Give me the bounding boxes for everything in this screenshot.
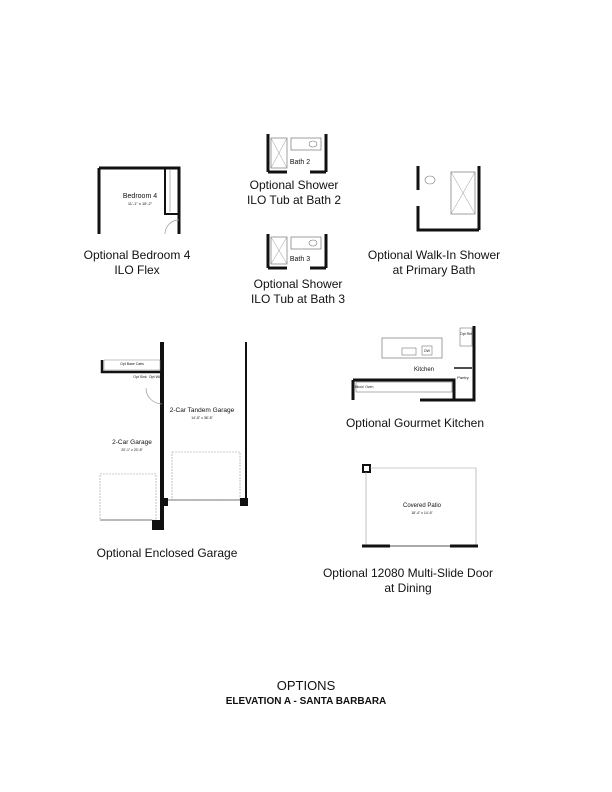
svg-text:Bath 2: Bath 2 xyxy=(290,159,310,166)
svg-text:Kitchen: Kitchen xyxy=(414,367,434,373)
caption-gourmet-kitchen: Optional Gourmet Kitchen xyxy=(345,416,485,430)
svg-text:Opt Ref: Opt Ref xyxy=(460,332,472,336)
bedroom-4-plan: Bedroom 4 11'-1" x 15'-2" xyxy=(97,166,181,235)
svg-text:Opt WAL: Opt WAL xyxy=(149,375,163,379)
walk-in-shower-plan xyxy=(416,166,481,232)
gourmet-kitchen-plan: DW Opt Ref Micro/ Oven Kitchen Pantry xyxy=(351,326,476,402)
svg-text:Pantry: Pantry xyxy=(457,375,469,380)
svg-text:Opt Sink: Opt Sink xyxy=(133,375,147,379)
caption-enclosed-garage: Optional Enclosed Garage xyxy=(96,546,238,560)
svg-text:2-Car Garage: 2-Car Garage xyxy=(112,439,152,446)
svg-text:Covered Patio: Covered Patio xyxy=(403,503,442,509)
svg-text:20'-1" x 20'-8": 20'-1" x 20'-8" xyxy=(121,448,143,452)
svg-text:Bath 3: Bath 3 xyxy=(290,256,310,263)
sheet-title: OPTIONS xyxy=(276,678,336,693)
svg-text:11'-1" x 15'-2": 11'-1" x 15'-2" xyxy=(128,201,153,206)
covered-patio-plan: Covered Patio 18'-4" x 14'-6" xyxy=(362,464,478,548)
svg-text:Micro/ Oven: Micro/ Oven xyxy=(355,385,374,389)
svg-text:DW: DW xyxy=(424,349,431,353)
svg-text:Bedroom 4: Bedroom 4 xyxy=(123,193,157,200)
sheet-subtitle: ELEVATION A - SANTA BARBARA xyxy=(225,696,387,707)
enclosed-garage-plan: Opt Base Cabs Opt Sink Opt WAL 2-Car Tan… xyxy=(99,342,248,530)
svg-text:Opt Base Cabs: Opt Base Cabs xyxy=(120,362,144,366)
svg-text:14'-8" x 38'-8": 14'-8" x 38'-8" xyxy=(191,416,213,420)
svg-text:18'-4" x 14'-6": 18'-4" x 14'-6" xyxy=(411,511,433,515)
bath-2-plan: Bath 2 xyxy=(266,134,328,174)
svg-text:2-Car Tandem Garage: 2-Car Tandem Garage xyxy=(170,407,235,414)
bath-3-plan: Bath 3 xyxy=(266,234,328,270)
